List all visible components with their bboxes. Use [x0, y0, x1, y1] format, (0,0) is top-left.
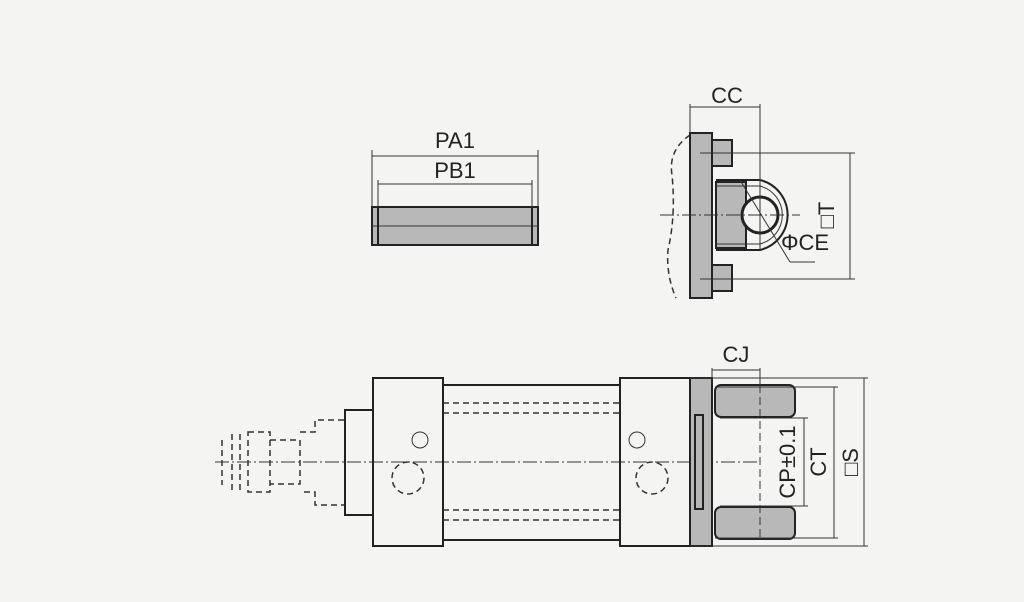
pin-view: PA1 PB1 — [371, 128, 539, 246]
cp-label: CP±0.1 — [775, 425, 800, 498]
ct-label: CT — [806, 447, 831, 476]
s-label: □S — [838, 448, 863, 476]
t-label: □T — [814, 202, 839, 229]
front-cover — [372, 377, 444, 547]
cj-label: CJ — [723, 342, 750, 367]
cc-label: CC — [711, 83, 743, 108]
clevis-side-view: CC □T ΦCE — [660, 83, 855, 299]
ce-label: ΦCE — [781, 230, 829, 255]
pa1-label: PA1 — [435, 128, 475, 153]
cylinder-main-view: CJ CP±0.1 CT □S — [215, 342, 868, 547]
pb1-label: PB1 — [434, 158, 476, 183]
